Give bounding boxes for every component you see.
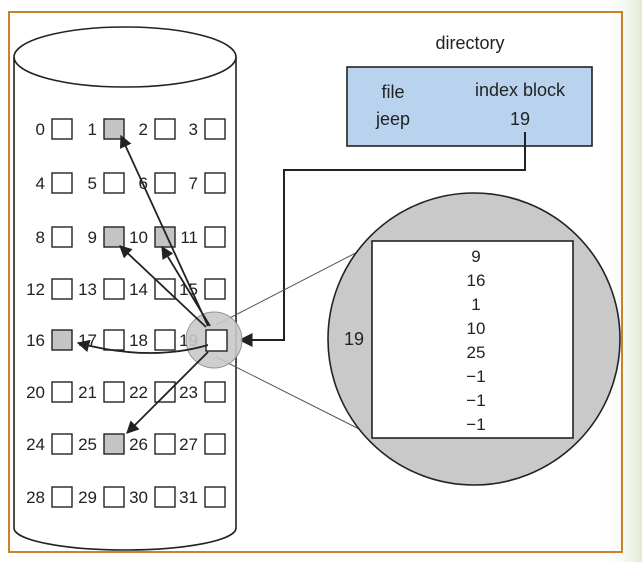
- block-box-17: [103, 329, 125, 351]
- block-label-0: 0: [36, 120, 45, 139]
- block-label-2: 2: [139, 120, 148, 139]
- index-entry: −1: [466, 415, 485, 434]
- zoom-line-bottom: [215, 356, 376, 438]
- block-box-31: [204, 486, 226, 508]
- block-label-8: 8: [36, 228, 45, 247]
- block-box-15: [204, 278, 226, 300]
- index-block: [371, 240, 574, 439]
- block-label-23: 23: [179, 383, 198, 402]
- block-label-30: 30: [129, 488, 148, 507]
- index-entry: −1: [466, 367, 485, 386]
- block-label-13: 13: [78, 280, 97, 299]
- block-box-20: [51, 381, 73, 403]
- block-box-21: [103, 381, 125, 403]
- block-label-1: 1: [88, 120, 97, 139]
- block-box-22: [154, 381, 176, 403]
- block-box-0: [51, 118, 73, 140]
- block-box-29: [103, 486, 125, 508]
- block-box-23: [204, 381, 226, 403]
- block-box-5: [103, 172, 125, 194]
- arrow-to-block-1: [119, 134, 209, 327]
- zoom-line-top: [215, 242, 376, 326]
- cylinder-top: [13, 26, 237, 88]
- block-label-24: 24: [26, 435, 45, 454]
- cylinder-body: [13, 57, 237, 551]
- block-box-26: [154, 433, 176, 455]
- block-label-28: 28: [26, 488, 45, 507]
- block-box-6: [154, 172, 176, 194]
- arrow-to-block-10: [161, 245, 211, 327]
- block-box-18: [154, 329, 176, 351]
- block-box-1: [103, 118, 125, 140]
- block-box-8: [51, 226, 73, 248]
- block-label-31: 31: [179, 488, 198, 507]
- block-19-box-highlighted: [205, 329, 228, 352]
- block-label-4: 4: [36, 174, 45, 193]
- block-label-25: 25: [78, 435, 97, 454]
- block-label-14: 14: [129, 280, 148, 299]
- directory-index-block-value: 19: [510, 109, 530, 129]
- block-box-27: [204, 433, 226, 455]
- outer-frame: [8, 11, 623, 553]
- zoom-label: 19: [344, 329, 364, 349]
- directory-title: directory: [435, 33, 504, 53]
- block-label-21: 21: [78, 383, 97, 402]
- block-label-11: 11: [180, 228, 198, 247]
- index-entry: −1: [466, 391, 485, 410]
- index-entry: 1: [471, 295, 480, 314]
- block-label-22: 22: [129, 383, 148, 402]
- index-entry: 25: [467, 343, 486, 362]
- block-box-28: [51, 486, 73, 508]
- directory-file-name: jeep: [375, 109, 410, 129]
- block-label-26: 26: [129, 435, 148, 454]
- directory-to-block-arrow: [238, 132, 526, 347]
- block-box-3: [204, 118, 226, 140]
- block-label-18: 18: [129, 331, 148, 350]
- block-box-30: [154, 486, 176, 508]
- directory-table: [346, 66, 593, 147]
- block-label-27: 27: [179, 435, 198, 454]
- disk-cylinder: [13, 26, 237, 551]
- arrow-to-block-16: [76, 339, 209, 354]
- block-box-13: [103, 278, 125, 300]
- block-box-7: [204, 172, 226, 194]
- block-label-16: 16: [26, 331, 45, 350]
- block-label-3: 3: [189, 120, 198, 139]
- block-label-5: 5: [88, 174, 97, 193]
- block-box-11: [204, 226, 226, 248]
- directory-col-index-block: index block: [475, 80, 566, 100]
- block-box-2: [154, 118, 176, 140]
- pointer-arrows: [76, 134, 211, 434]
- block-label-20: 20: [26, 383, 45, 402]
- index-entry: 10: [467, 319, 486, 338]
- block-label-9: 9: [88, 228, 97, 247]
- block-box-16: [51, 329, 73, 351]
- directory-col-file: file: [381, 82, 404, 102]
- index-block-entries: 9 16 1 10 25 −1 −1 −1: [466, 247, 485, 434]
- block-label-29: 29: [78, 488, 97, 507]
- index-entry: 9: [471, 247, 480, 266]
- block-box-25: [103, 433, 125, 455]
- arrow-to-block-25: [126, 351, 209, 434]
- block-label-7: 7: [189, 174, 198, 193]
- block-label-12: 12: [26, 280, 45, 299]
- block-box-4: [51, 172, 73, 194]
- index-entry: 16: [467, 271, 486, 290]
- arrow-to-block-9: [119, 245, 207, 328]
- block-box-12: [51, 278, 73, 300]
- block-box-24: [51, 433, 73, 455]
- block-label-10: 10: [129, 228, 148, 247]
- block-box-9: [103, 226, 125, 248]
